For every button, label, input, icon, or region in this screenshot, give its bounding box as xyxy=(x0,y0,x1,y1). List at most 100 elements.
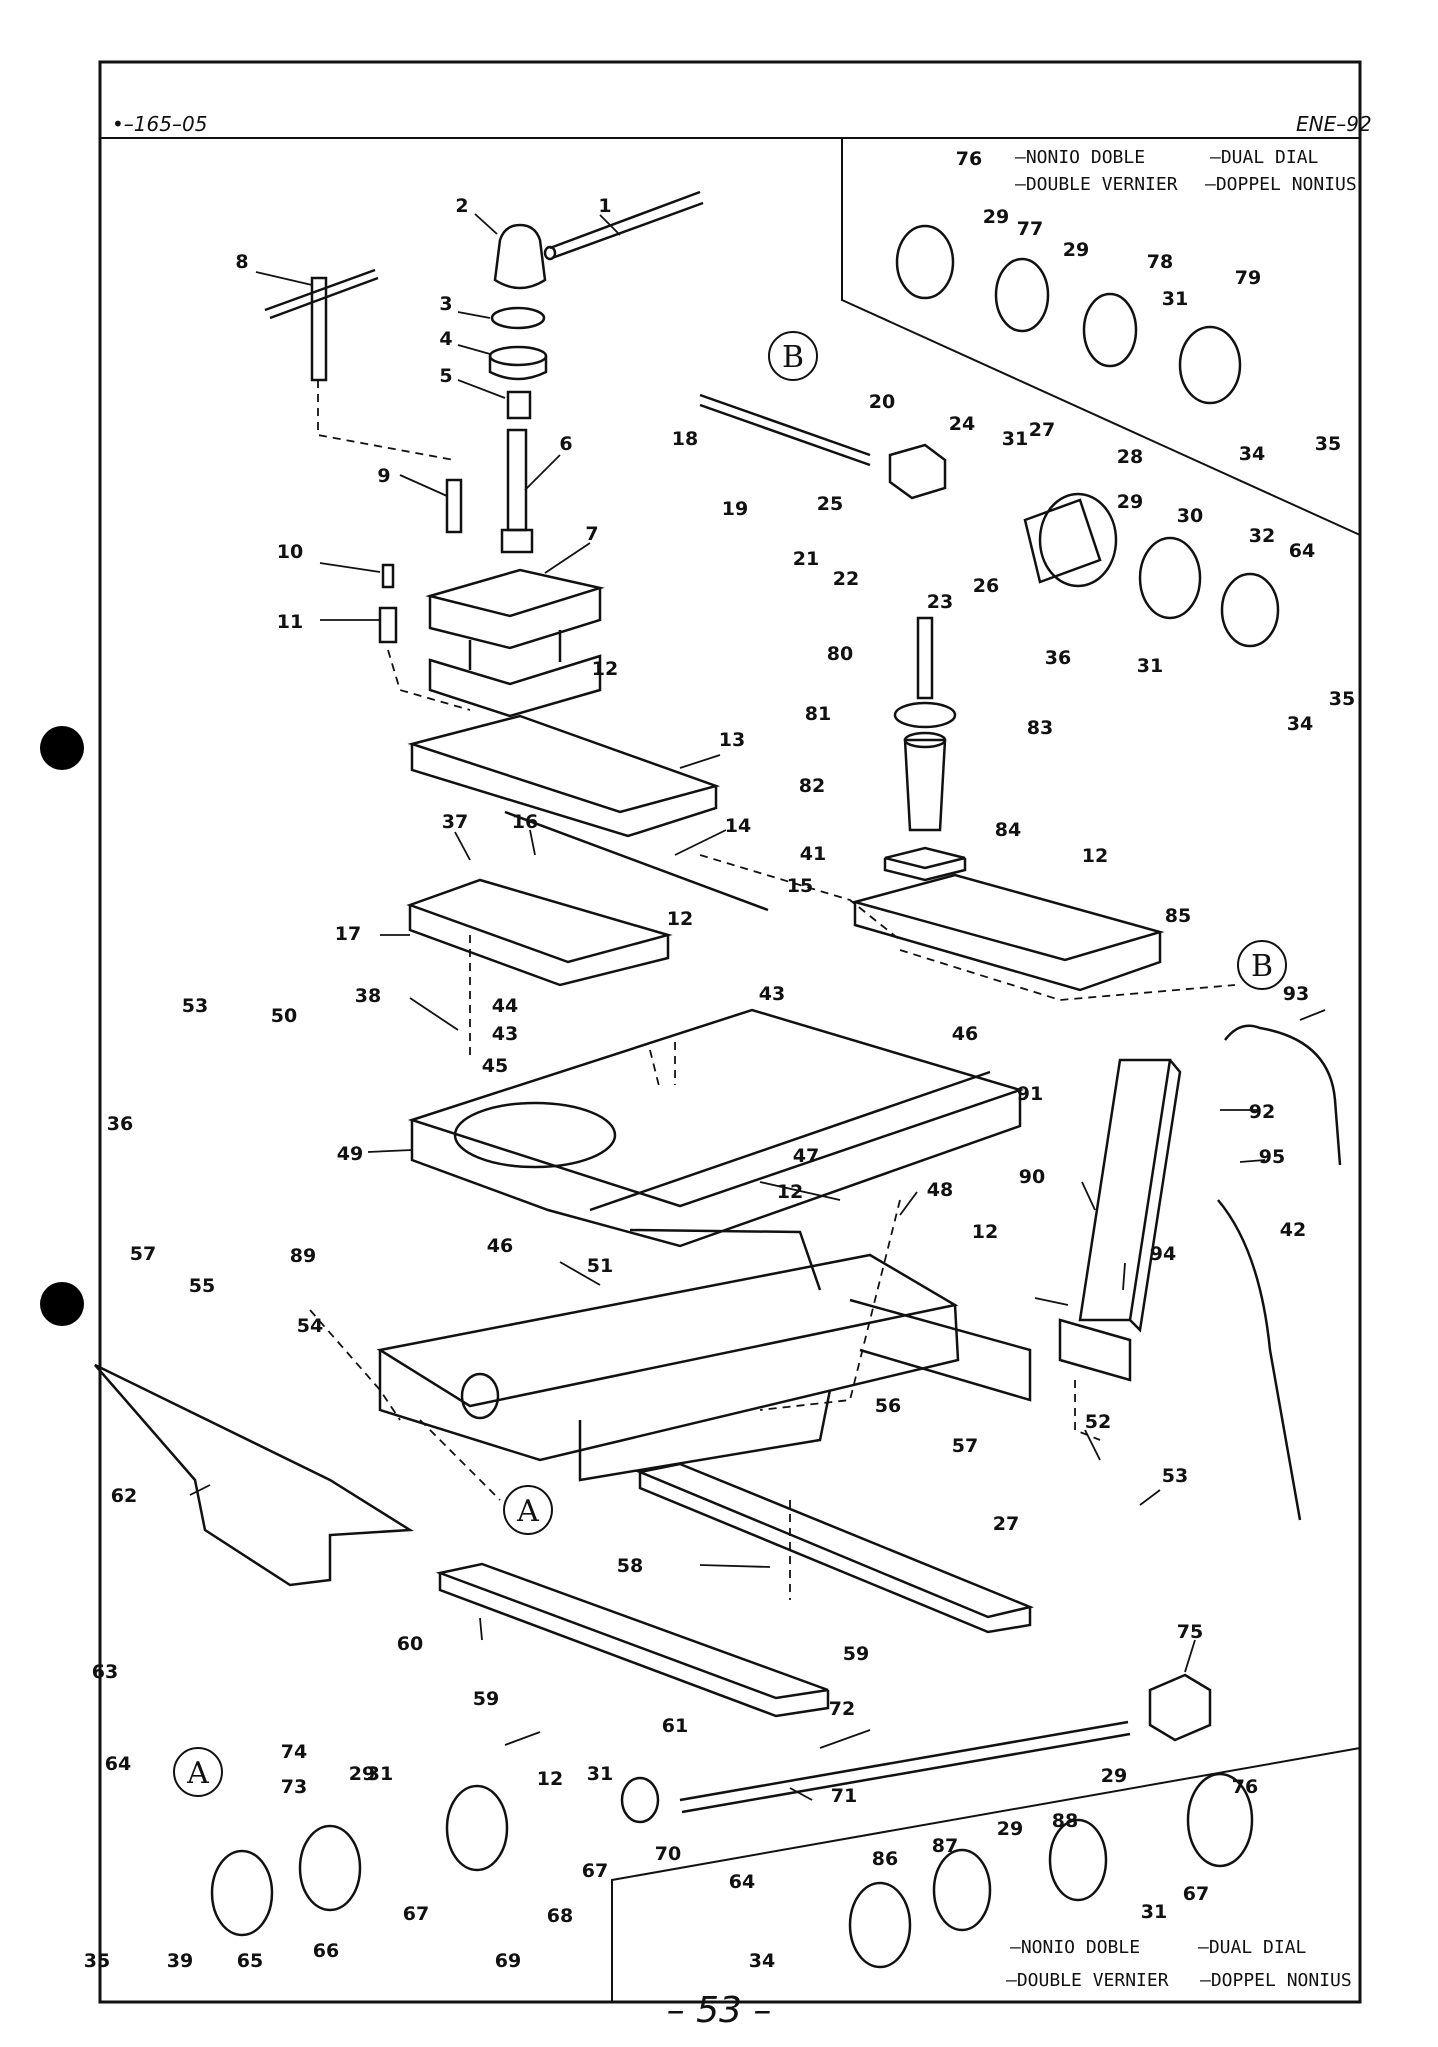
part-7-tool-post xyxy=(425,568,605,718)
svg-text:A: A xyxy=(516,1494,539,1529)
part-label-31-3: 31 xyxy=(1137,655,1163,677)
part-label-89: 89 xyxy=(290,1245,316,1267)
part-label-59-1: 59 xyxy=(843,1643,869,1665)
part-label-52: 52 xyxy=(1085,1411,1111,1433)
part-label-73: 73 xyxy=(281,1776,307,1798)
part-label-48: 48 xyxy=(927,1179,953,1201)
part-label-88: 88 xyxy=(1052,1810,1078,1832)
part-label-63: 63 xyxy=(92,1661,118,1683)
part-label-22: 22 xyxy=(833,568,859,590)
part-label-81: 81 xyxy=(805,703,831,725)
part-label-34-1: 34 xyxy=(1239,443,1265,465)
part-20-block xyxy=(888,443,947,500)
part-1-lever xyxy=(543,190,704,261)
page-number: – 53 – xyxy=(666,1990,772,2031)
part-label-95: 95 xyxy=(1259,1146,1285,1168)
part-label-29-2: 29 xyxy=(1063,239,1089,261)
part-label-86: 86 xyxy=(872,1848,898,1870)
part-label-65: 65 xyxy=(237,1950,263,1972)
part-label-32: 32 xyxy=(1249,525,1275,547)
part-label-76-1: 76 xyxy=(956,148,982,170)
part-label-29-1: 29 xyxy=(983,206,1009,228)
part-32-dial xyxy=(1220,572,1280,648)
part-label-87: 87 xyxy=(932,1835,958,1857)
part-70-hub xyxy=(620,1776,660,1824)
part-label-31-6: 31 xyxy=(367,1763,393,1785)
part-93-hose xyxy=(1224,1024,1342,1166)
part-label-76-2: 76 xyxy=(1232,1776,1258,1798)
part-label-12-5: 12 xyxy=(972,1221,998,1243)
document-code: •–165–05 xyxy=(112,112,208,136)
part-label-21: 21 xyxy=(793,548,819,570)
part-28-bracket xyxy=(1023,492,1118,588)
part-label-28: 28 xyxy=(1117,446,1143,468)
part-label-37: 37 xyxy=(442,811,468,833)
part-label-43-2: 43 xyxy=(492,1023,518,1045)
part-58-gib xyxy=(635,1462,1035,1634)
part-label-56: 56 xyxy=(875,1395,901,1417)
svg-text:B: B xyxy=(1251,949,1273,984)
part-62-guard xyxy=(94,1363,414,1587)
bottom-legend-line1-left: –NONIO DOBLE xyxy=(1010,1937,1141,1958)
part-81-nut xyxy=(893,701,957,729)
part-label-29-6: 29 xyxy=(1101,1765,1127,1787)
part-label-29-3: 29 xyxy=(1117,491,1143,513)
part-label-16: 16 xyxy=(512,811,538,833)
part-label-14: 14 xyxy=(725,815,751,837)
part-label-29-5: 29 xyxy=(997,1818,1023,1840)
part-51-saddle xyxy=(376,1228,1032,1482)
part-label-36-2: 36 xyxy=(1045,647,1071,669)
part-label-50: 50 xyxy=(271,1005,297,1027)
part-85-tool-plate xyxy=(850,873,1165,992)
binder-hole-lower xyxy=(40,1282,84,1326)
part-label-67-1: 67 xyxy=(403,1903,429,1925)
part-label-47: 47 xyxy=(793,1145,819,1167)
part-label-83: 83 xyxy=(1027,717,1053,739)
part-label-64-2: 64 xyxy=(1289,540,1315,562)
inset-bottom-dial-88 xyxy=(1048,1818,1108,1902)
part-label-54: 54 xyxy=(297,1315,323,1337)
part-label-64-3: 64 xyxy=(729,1871,755,1893)
part-label-31-4: 31 xyxy=(587,1763,613,1785)
part-49-cross-slide xyxy=(407,1008,1025,1248)
inset-top-dial-79 xyxy=(1178,325,1242,405)
part-label-12-2: 12 xyxy=(667,908,693,930)
page-frame xyxy=(98,60,1362,2004)
part-label-70: 70 xyxy=(655,1843,681,1865)
top-legend-line2-left: –DOUBLE VERNIER xyxy=(1015,174,1178,195)
part-label-8: 8 xyxy=(235,251,248,273)
part-17-swivel-plate xyxy=(406,878,673,987)
part-label-41: 41 xyxy=(800,843,826,865)
part-label-57-1: 57 xyxy=(130,1243,156,1265)
part-8-t-wrench xyxy=(264,268,379,382)
part-71-lead-screw xyxy=(679,1720,1131,1814)
swivel-dial xyxy=(453,1101,617,1169)
part-label-5: 5 xyxy=(439,365,452,387)
part-label-12-3: 12 xyxy=(1082,845,1108,867)
part-label-23: 23 xyxy=(927,591,953,613)
part-label-20: 20 xyxy=(869,391,895,413)
part-label-12-6: 12 xyxy=(537,1768,563,1790)
part-47-gib xyxy=(589,1070,991,1212)
part-label-44: 44 xyxy=(492,995,518,1017)
part-label-78: 78 xyxy=(1147,251,1173,273)
part-90-column xyxy=(1058,1058,1182,1382)
part-60-gib xyxy=(435,1562,830,1718)
part-label-68: 68 xyxy=(547,1905,573,1927)
inset-bottom-border xyxy=(611,1747,1361,2002)
inset-top-dial-78 xyxy=(1082,292,1138,368)
top-legend-line2-right: –DOPPEL NONIUS xyxy=(1205,174,1357,195)
part-label-49: 49 xyxy=(337,1143,363,1165)
inset-bottom-dial-86 xyxy=(848,1881,912,1969)
part-label-7: 7 xyxy=(585,523,598,545)
part-label-57-2: 57 xyxy=(952,1435,978,1457)
part-80-stud xyxy=(916,616,934,700)
part-label-3: 3 xyxy=(439,293,452,315)
part-label-72: 72 xyxy=(829,1698,855,1720)
part-label-24: 24 xyxy=(949,413,975,435)
part-label-15: 15 xyxy=(787,875,813,897)
part-label-35-2: 35 xyxy=(1329,688,1355,710)
part-label-31-2: 31 xyxy=(1162,288,1188,310)
part-5-spring xyxy=(506,390,532,420)
